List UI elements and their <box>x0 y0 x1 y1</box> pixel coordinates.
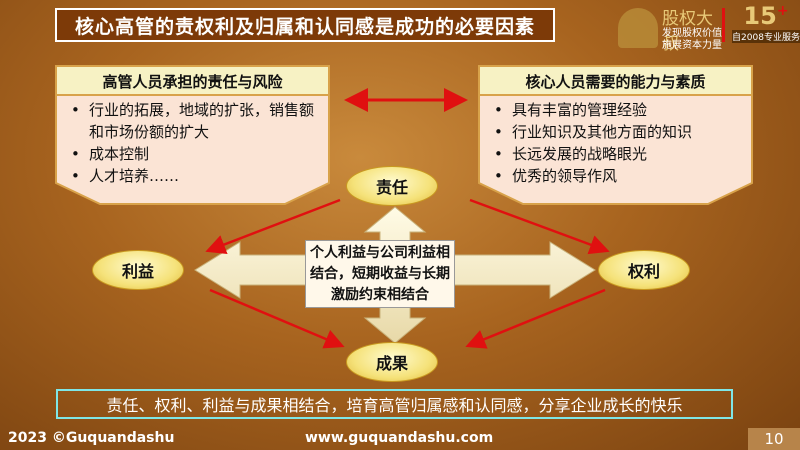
list-item: 优秀的领导作风 <box>490 165 743 187</box>
logo-name: 股权大叔 <box>662 9 713 54</box>
slide-title: 核心高管的责权利及归属和认同感是成功的必要因素 <box>55 8 555 42</box>
left-box-list: 行业的拓展，地域的扩张，销售额和市场份额的扩大 成本控制 人才培养…… <box>67 99 320 187</box>
list-item: 行业知识及其他方面的知识 <box>490 121 743 143</box>
brand-logo: 股权大叔 发现股权价值 施展资本力量 <box>618 4 722 54</box>
logo-figure-icon <box>618 8 658 48</box>
list-item: 长远发展的战略眼光 <box>490 143 743 165</box>
list-item: 人才培养…… <box>67 165 320 187</box>
logo-slogan-1: 发现股权价值 <box>662 28 722 39</box>
logo-divider <box>722 8 725 42</box>
left-box-header: 高管人员承担的责任与风险 <box>102 72 283 91</box>
right-box-header: 核心人员需要的能力与素质 <box>525 72 706 91</box>
footer-copyright: 2023 ©Guquandashu <box>8 430 175 446</box>
list-item: 具有丰富的管理经验 <box>490 99 743 121</box>
oval-interest: 利益 <box>92 250 184 290</box>
years-number: 15 <box>743 2 777 30</box>
summary-banner: 责任、权利、利益与成果相结合，培育高管归属感和认同感，分享企业成长的快乐 <box>56 389 733 419</box>
list-item: 行业的拓展，地域的扩张，销售额和市场份额的扩大 <box>67 99 320 143</box>
page-number: 10 <box>748 428 800 450</box>
logo-slogan-2: 施展资本力量 <box>662 40 722 51</box>
oval-responsibility: 责任 <box>346 166 438 206</box>
right-box-list: 具有丰富的管理经验 行业知识及其他方面的知识 长远发展的战略眼光 优秀的领导作风 <box>490 99 743 187</box>
years-badge: 15+ 自2008专业服务 <box>732 2 800 48</box>
footer-website[interactable]: www.guquandashu.com <box>305 430 494 446</box>
list-item: 成本控制 <box>67 143 320 165</box>
left-box: 高管人员承担的责任与风险 行业的拓展，地域的扩张，销售额和市场份额的扩大 成本控… <box>55 65 330 205</box>
center-text: 个人利益与公司利益相结合，短期收益与长期激励约束相结合 <box>305 240 455 308</box>
years-plus: + <box>776 3 789 19</box>
years-since: 自2008专业服务 <box>732 30 800 43</box>
right-box: 核心人员需要的能力与素质 具有丰富的管理经验 行业知识及其他方面的知识 长远发展… <box>478 65 753 205</box>
oval-results: 成果 <box>346 342 438 382</box>
oval-rights: 权利 <box>598 250 690 290</box>
